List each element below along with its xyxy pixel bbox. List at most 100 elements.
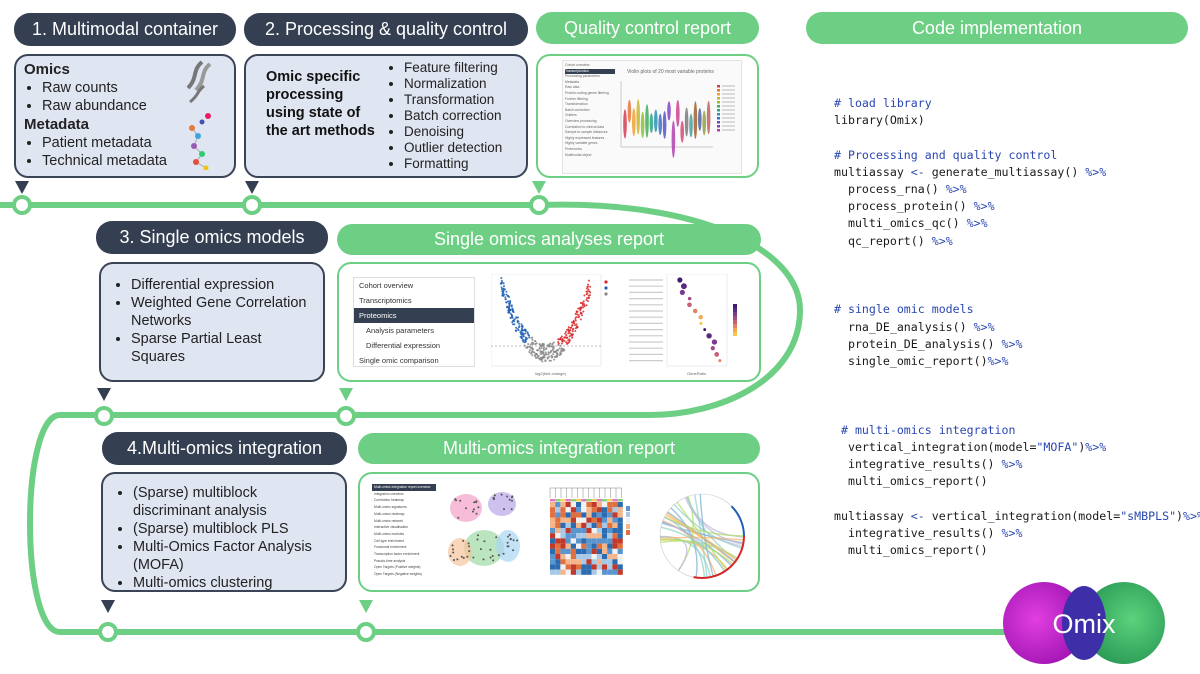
code-string: "MOFA" xyxy=(1036,440,1079,455)
qc-menu-item: Multimodal object xyxy=(565,152,592,157)
step3-list: Differential expression Weighted Gene Co… xyxy=(113,276,313,366)
heatmap-cell xyxy=(596,533,602,539)
heatmap-cell xyxy=(555,522,561,528)
volcano-point xyxy=(566,328,568,331)
heatmap-cell xyxy=(607,569,613,575)
volcano-point xyxy=(552,341,555,344)
single-menu-item: Differential expression xyxy=(366,341,441,350)
volcano-point xyxy=(540,347,543,349)
volcano-point xyxy=(530,351,533,354)
heatmap-cell xyxy=(555,543,561,549)
violin-mark xyxy=(627,99,632,123)
volcano-point xyxy=(569,327,572,329)
volcano-point xyxy=(546,357,549,360)
step4-box: (Sparse) multiblock discriminant analysi… xyxy=(101,472,347,592)
heatmap-cell xyxy=(550,502,556,508)
volcano-point xyxy=(556,352,558,355)
volcano-point xyxy=(571,328,574,331)
step2-item: Transformation xyxy=(404,92,502,108)
heatmap-cell xyxy=(555,512,561,518)
heatmap-cell xyxy=(576,522,582,528)
violin-mark xyxy=(645,104,649,138)
code-pipe: %>% xyxy=(1001,336,1023,351)
code-pipe: %>% xyxy=(987,354,1009,369)
heatmap-cell xyxy=(602,533,608,539)
annotation-cell xyxy=(602,499,608,502)
heatmap-cell xyxy=(591,507,597,513)
heatmap-cell xyxy=(570,512,576,518)
qc-menu-item: Sample to sample distances xyxy=(565,130,608,135)
volcano-point xyxy=(531,336,534,339)
step4-list: (Sparse) multiblock discriminant analysi… xyxy=(113,484,337,592)
heatmap-cell xyxy=(612,517,618,523)
heatmap-cell xyxy=(591,512,597,518)
code-line: library(Omix) xyxy=(834,113,925,128)
step2-item: Formatting xyxy=(404,156,502,172)
volcano-point xyxy=(521,336,524,339)
network-node xyxy=(512,549,515,552)
network-node xyxy=(477,534,479,537)
heatmap-cell xyxy=(581,569,587,575)
annotation-cell xyxy=(607,499,613,502)
annotation-cell xyxy=(591,499,597,502)
volcano-point xyxy=(551,345,554,348)
volcano-point xyxy=(501,288,503,291)
volcano-point xyxy=(587,283,590,286)
heatmap-cell xyxy=(612,533,618,539)
heatmap-cell xyxy=(576,543,582,549)
volcano-point xyxy=(571,330,574,333)
volcano-point xyxy=(533,351,536,354)
multi-omics-heatmap xyxy=(549,487,630,575)
volcano-point xyxy=(541,356,544,359)
heatmap-cell xyxy=(565,543,571,549)
multi-menu-item: Correlation heatmap xyxy=(374,498,404,503)
enrich-dot xyxy=(699,321,703,325)
multi-report-box: Multi-omics integration report overview … xyxy=(358,472,760,592)
code-pipe: %>% xyxy=(1085,164,1107,179)
code-line: ) xyxy=(1176,508,1184,523)
volcano-point xyxy=(502,291,505,294)
heatmap-cell xyxy=(560,533,566,539)
heatmap-cell xyxy=(617,528,623,534)
step4-item: Multi-Omics Factor Analysis (MOFA) xyxy=(133,538,337,574)
heatmap-cell xyxy=(586,522,592,528)
volcano-point xyxy=(523,344,526,347)
plot-area xyxy=(666,274,728,367)
violin-mark xyxy=(684,107,689,137)
chord-link xyxy=(684,497,744,545)
qc-menu-item: Protein coding genes filtering xyxy=(565,90,609,95)
enrich-dot xyxy=(680,283,687,290)
network-node xyxy=(456,558,459,561)
heatmap-cell xyxy=(612,507,618,513)
heatmap-cell xyxy=(612,522,618,528)
code-line: multiassay xyxy=(834,508,911,523)
multi-menu-item: Open Targets (Negative weights) xyxy=(374,572,422,577)
volcano-point xyxy=(506,305,509,308)
heatmap-cell xyxy=(581,564,587,570)
step4-item: (Sparse) multiblock PLS xyxy=(133,520,337,538)
heatmap-cell xyxy=(576,517,582,523)
legend-swatch xyxy=(717,89,720,92)
network-node xyxy=(491,555,494,557)
volcano-point xyxy=(574,324,577,327)
violin-mark xyxy=(676,100,680,127)
volcano-point xyxy=(504,298,507,301)
chord-segment xyxy=(730,505,745,537)
volcano-point xyxy=(520,331,523,334)
network-node xyxy=(506,545,509,548)
heatmap-cell xyxy=(591,528,597,534)
network-node xyxy=(508,498,511,501)
annotation-cell xyxy=(560,499,566,502)
volcano-point xyxy=(518,325,521,328)
enrich-dot xyxy=(687,296,692,301)
network-node xyxy=(500,493,503,496)
multi-menu-item: Interactive visualisation xyxy=(374,525,409,530)
code-line: multi_omics_report() xyxy=(834,474,988,489)
volcano-point xyxy=(586,297,588,300)
volcano-point xyxy=(587,297,590,299)
volcano-point xyxy=(510,305,513,308)
volcano-point xyxy=(553,358,556,361)
heatmap-cell xyxy=(565,548,571,554)
heatmap-cell xyxy=(560,522,566,528)
metadata-item: Technical metadata xyxy=(42,152,226,170)
